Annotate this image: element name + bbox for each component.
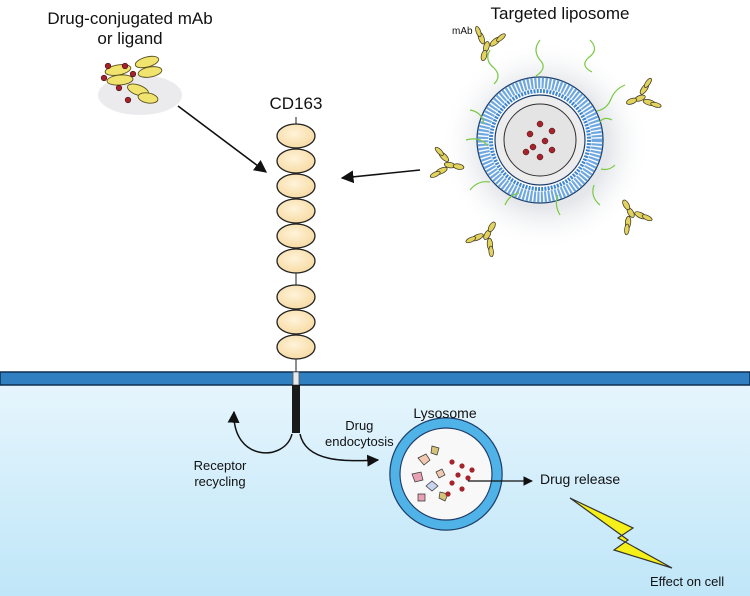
- liposome-drug-cargo: [522, 120, 556, 161]
- label-drug-endocytosis: Drug endocytosis: [325, 418, 394, 449]
- cell-membrane: [0, 371, 750, 386]
- label-drug-conjugated-mab: Drug-conjugated mAb or ligand: [20, 9, 240, 50]
- label-effect-on-cell: Effect on cell: [650, 574, 725, 589]
- targeted-liposome: [428, 24, 664, 260]
- label-recycling-line-2: recycling: [194, 473, 246, 489]
- label-recycling-line-1: Receptor: [193, 458, 247, 473]
- label-targeted-liposome: Targeted liposome: [490, 4, 630, 23]
- arrow-receptor-recycling: [227, 410, 293, 454]
- drug-conjugated-mab: [98, 55, 182, 115]
- lysosome: [389, 417, 503, 531]
- receptor-transmembrane-segment: [292, 371, 300, 386]
- label-receptor-recycling: Receptor recycling: [180, 458, 260, 489]
- cd163-receptor: [276, 117, 316, 433]
- receptor-cytoplasmic-tail: [292, 385, 300, 433]
- label-conjugate-line-1: Drug-conjugated mAb: [47, 9, 213, 28]
- label-endocytosis-line-1: Drug: [345, 418, 374, 433]
- lysosome-fragments: [411, 445, 449, 502]
- liposome-linkers: [465, 39, 626, 216]
- arrow-drug-endocytosis: [299, 433, 380, 467]
- label-cd163: CD163: [269, 94, 323, 113]
- lightning-bolt: [569, 497, 673, 569]
- arrow-liposome-to-receptor: [340, 169, 421, 184]
- receptor-domains: [276, 123, 316, 360]
- label-lysosome: Lysosome: [413, 405, 477, 421]
- label-drug-release: Drug release: [540, 471, 621, 487]
- label-conjugate-line-2: or ligand: [97, 29, 163, 49]
- label-mab: mAb: [452, 26, 473, 37]
- cytoplasm: [0, 384, 750, 596]
- lysosome-drugs: [445, 459, 475, 497]
- label-endocytosis-line-2: endocytosis: [325, 433, 394, 449]
- arrow-conjugate-to-receptor: [177, 105, 268, 173]
